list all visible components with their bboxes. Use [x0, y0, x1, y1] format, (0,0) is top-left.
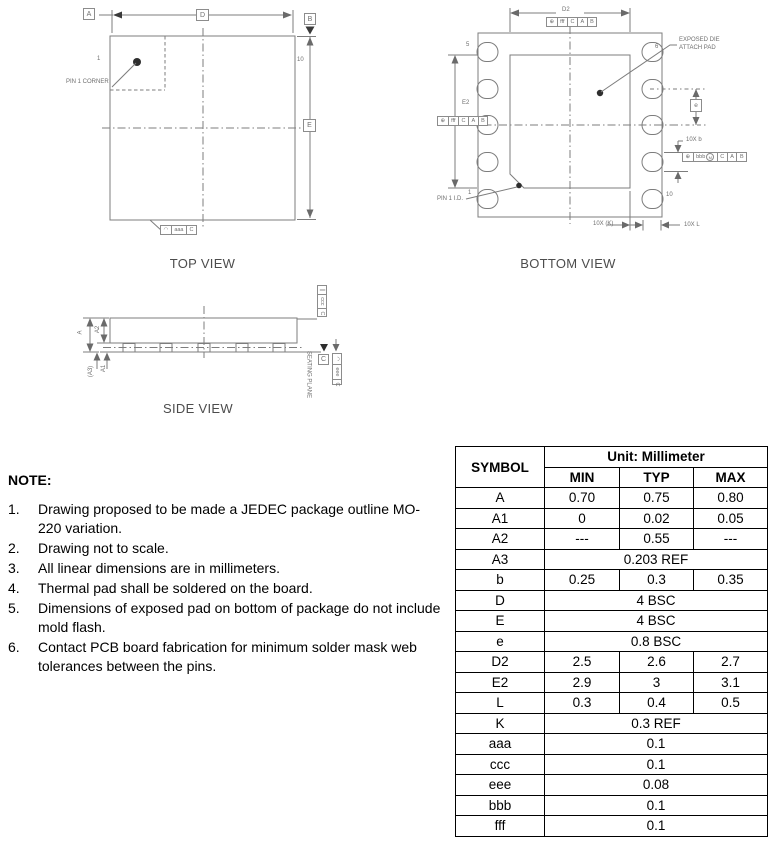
bottom-pin5-number: 5 — [466, 42, 470, 48]
side-view-linework — [83, 306, 340, 369]
note-item: 4. Thermal pad shall be soldered on the … — [8, 580, 313, 596]
bottom-pin1-number: 1 — [468, 190, 472, 196]
fcf-position-e2: ⊕ fff C A B — [437, 116, 489, 126]
side-view-title: SIDE VIEW — [163, 401, 233, 416]
table-row: A1 0 0.02 0.05 — [455, 507, 768, 529]
notes-heading: NOTE: — [8, 472, 52, 488]
dim-d2-label: D2 — [562, 7, 570, 13]
unit-header: Unit: Millimeter — [544, 446, 768, 468]
table-row: A 0.70 0.75 0.80 — [455, 487, 768, 509]
top-pin10-number: 10 — [297, 57, 304, 63]
notes-section: NOTE: 1. Drawing proposed to be made a J… — [8, 472, 448, 677]
table-row: A2 --- 0.55 --- — [455, 528, 768, 550]
dim-a1-label: A1 — [101, 364, 108, 373]
dim-b-label: 10X b — [686, 137, 702, 143]
profile-symbol: ◠ — [163, 227, 169, 233]
position-symbol: ⊕ — [440, 118, 446, 124]
top-view-linework — [99, 10, 316, 232]
top-view-title: TOP VIEW — [169, 256, 236, 271]
table-row: L 0.3 0.4 0.5 — [455, 692, 768, 714]
drawing-linework — [83, 8, 706, 369]
table-row: D 4 BSC — [455, 589, 768, 611]
table-row: E2 2.9 3 3.1 — [455, 671, 768, 693]
table-row: D2 2.5 2.6 2.7 — [455, 651, 768, 673]
mmc-modifier: M — [706, 153, 715, 161]
note-item: 5. Dimensions of exposed pad on bottom o… — [8, 600, 441, 635]
table-row: A3 0.203 REF — [455, 548, 768, 570]
table-row: K 0.3 REF — [455, 712, 768, 734]
note-item: 3. All linear dimensions are in millimet… — [8, 560, 280, 576]
fcf-parallelism-ccc: ∥ ccc C — [317, 285, 327, 318]
symbol-header: SYMBOL — [455, 446, 545, 488]
dim-a2-label: A2 — [95, 325, 102, 334]
dim-e-label: E — [303, 119, 316, 132]
note-item: 1. Drawing proposed to be made a JEDEC p… — [8, 501, 421, 536]
datum-a-flag: A — [83, 8, 95, 20]
fcf-position-d2: ⊕ fff C A B — [546, 17, 598, 27]
dim-e-pitch-label: e — [690, 99, 702, 112]
pin1-id-label: PIN 1 I.D. — [437, 196, 464, 202]
top-pin1-number: 1 — [97, 56, 101, 62]
table-row: fff 0.1 — [455, 815, 768, 837]
datum-c-flag: C — [318, 354, 329, 365]
exposed-pad-callout: EXPOSED DIE ATTACH PAD — [679, 37, 720, 51]
pin1-corner-label: PIN 1 CORNER — [66, 79, 109, 85]
dim-e2-label: E2 — [462, 100, 470, 106]
table-row: aaa 0.1 — [455, 733, 768, 755]
table-row: e 0.8 BSC — [455, 630, 768, 652]
position-symbol: ⊕ — [549, 19, 555, 25]
table-row: eee 0.08 — [455, 774, 768, 796]
fcf-profile-eee: ◠ eee C — [332, 353, 342, 389]
bottom-pin6-number: 6 — [655, 44, 659, 50]
table-row: b 0.25 0.3 0.35 — [455, 569, 768, 591]
table-header-row: MIN TYP MAX — [456, 466, 768, 488]
position-symbol: ⊕ — [685, 154, 691, 160]
dim-a3-label: (A3) — [88, 365, 95, 378]
dim-a-label: A — [77, 330, 84, 335]
note-item: 2. Drawing not to scale. — [8, 540, 169, 556]
parallelism-symbol: ∥ — [319, 288, 325, 292]
dim-l-label: 10X L — [684, 222, 700, 228]
bottom-view-title: BOTTOM VIEW — [520, 256, 616, 271]
seating-plane-label: SEATING PLANE — [305, 350, 312, 399]
table-row: bbb 0.1 — [455, 794, 768, 816]
dim-d-label: D — [196, 9, 209, 21]
datum-b-flag: B — [304, 13, 316, 25]
bottom-view-linework — [448, 8, 706, 231]
table-row: ccc 0.1 — [455, 753, 768, 775]
table-row: E 4 BSC — [455, 610, 768, 632]
fcf-profile-aaa: ◠ aaa C — [160, 225, 197, 235]
bottom-pin10-number: 10 — [666, 192, 673, 198]
dim-k-label: 10X (K) — [593, 221, 614, 227]
table-header-row: SYMBOL Unit: Millimeter — [455, 446, 768, 488]
profile-symbol: ◠ — [334, 356, 340, 362]
note-item: 6. Contact PCB board fabrication for min… — [8, 639, 417, 674]
dimension-table: SYMBOL Unit: Millimeter MIN TYP MAX A 0.… — [455, 446, 768, 837]
